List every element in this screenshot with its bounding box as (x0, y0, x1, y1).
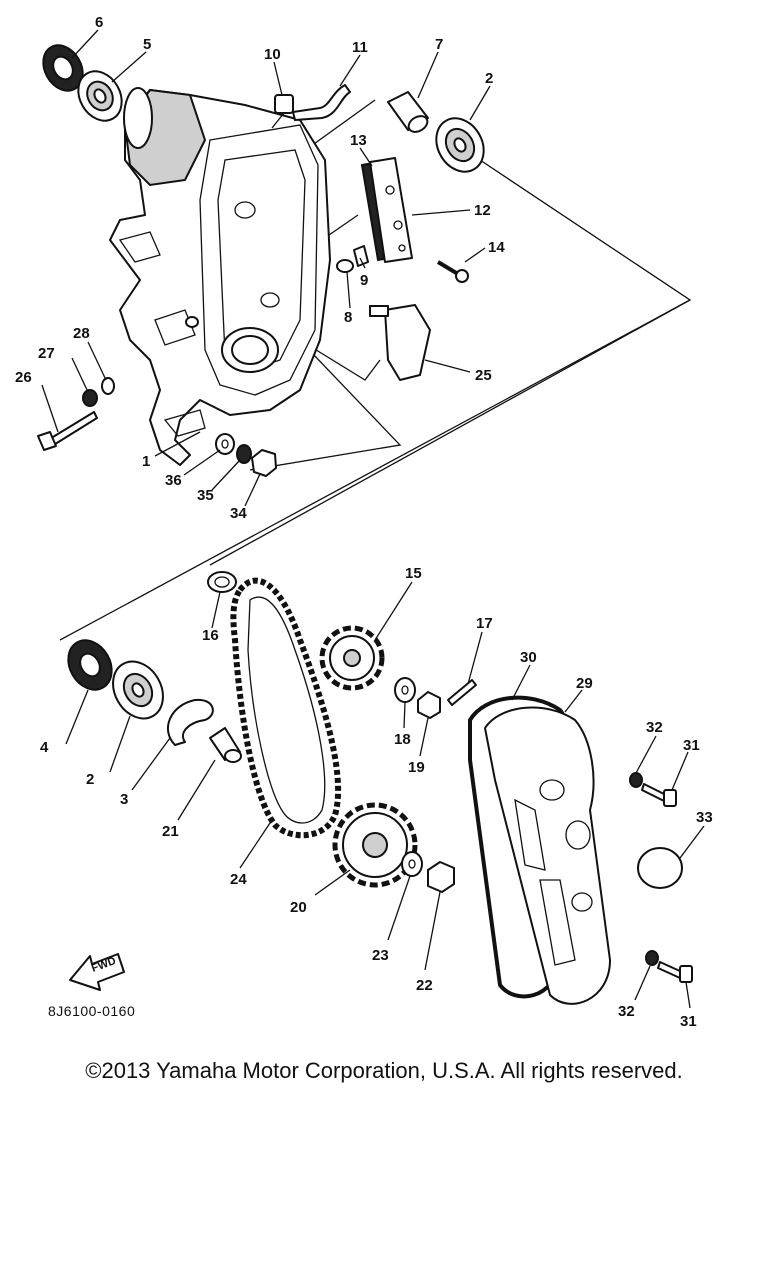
callout-23: 23 (372, 947, 389, 964)
callout-6: 6 (95, 14, 103, 31)
callout-13: 13 (350, 132, 367, 149)
lock-washer-35 (236, 444, 252, 464)
callout-32-lower: 32 (618, 1003, 635, 1020)
washer-32-lower (645, 950, 659, 966)
callout-14: 14 (488, 239, 505, 256)
callout-7: 7 (435, 36, 443, 53)
cover-plate-12 (369, 157, 413, 263)
washer-23 (401, 851, 423, 877)
callout-28: 28 (73, 325, 90, 342)
callout-1: 1 (142, 453, 150, 470)
callout-25: 25 (475, 367, 492, 384)
callout-18: 18 (394, 731, 411, 748)
callout-4: 4 (40, 739, 49, 756)
diagram-code: 8J6100-0160 (48, 1003, 136, 1019)
callout-3: 3 (120, 791, 128, 808)
callout-2-upper: 2 (485, 70, 493, 87)
oil-seal-4 (67, 639, 113, 691)
nut-8 (336, 259, 354, 273)
callout-20: 20 (290, 899, 307, 916)
callout-36: 36 (165, 472, 182, 489)
callout-31-upper: 31 (683, 737, 700, 754)
callout-32-upper: 32 (646, 719, 663, 736)
callout-26: 26 (15, 369, 32, 386)
callout-12: 12 (474, 202, 491, 219)
chain-case-housing (109, 87, 331, 466)
washer-36 (215, 433, 235, 455)
nut-22 (427, 861, 455, 893)
callout-24: 24 (230, 871, 247, 888)
bolt-9 (353, 245, 369, 267)
callout-2-lower: 2 (86, 771, 94, 788)
callout-17: 17 (476, 615, 493, 632)
callout-5: 5 (143, 36, 151, 53)
tensioner-25 (369, 304, 431, 381)
copyright-notice: ©2013 Yamaha Motor Corporation, U.S.A. A… (85, 1058, 683, 1083)
fwd-arrow-icon: FWD (69, 953, 125, 991)
bearing-2-lower (112, 660, 164, 720)
callout-35: 35 (197, 487, 214, 504)
lock-washer-27 (82, 389, 98, 407)
chain-cover-29 (484, 706, 611, 1005)
collar-21 (209, 727, 242, 763)
callout-leaders (41, 29, 705, 1009)
callout-numbers: 6 5 10 11 7 2 13 12 14 9 8 25 28 27 26 1… (15, 14, 713, 1030)
washer-28 (101, 377, 115, 395)
washer-18 (394, 677, 416, 703)
callout-27: 27 (38, 345, 55, 362)
collar-7 (387, 91, 429, 133)
callout-22: 22 (416, 977, 433, 994)
nut-19 (417, 691, 441, 719)
bolt-26 (37, 411, 98, 451)
callout-11: 11 (352, 39, 368, 56)
bolt-17 (447, 679, 477, 706)
callout-31-lower: 31 (680, 1013, 697, 1030)
bolt-31-upper (641, 783, 677, 807)
callout-8: 8 (344, 309, 352, 326)
cap-33 (637, 847, 683, 889)
exploded-parts-diagram: FWD (15, 14, 713, 1030)
callout-19: 19 (408, 759, 425, 776)
callout-34: 34 (230, 505, 247, 522)
callout-29: 29 (576, 675, 593, 692)
callout-9: 9 (360, 272, 368, 289)
nut-34 (251, 449, 277, 477)
driven-sprocket-20 (332, 802, 418, 888)
breather-fitting-10 (271, 94, 294, 129)
callout-16: 16 (202, 627, 219, 644)
callout-10: 10 (264, 46, 281, 63)
circlip-3 (166, 698, 214, 746)
breather-hose-11 (292, 84, 351, 121)
bolt-31-lower (657, 961, 693, 983)
collar-16 (207, 571, 237, 593)
callout-33: 33 (696, 809, 713, 826)
drive-sprocket-15 (319, 625, 385, 691)
bearing-2-upper (435, 117, 485, 173)
callout-15: 15 (405, 565, 422, 582)
bearing-5 (77, 70, 123, 122)
washer-32-upper (629, 772, 643, 788)
callout-21: 21 (162, 823, 179, 840)
drive-chain-24 (230, 577, 342, 839)
callout-30: 30 (520, 649, 537, 666)
screw-14 (436, 260, 469, 283)
